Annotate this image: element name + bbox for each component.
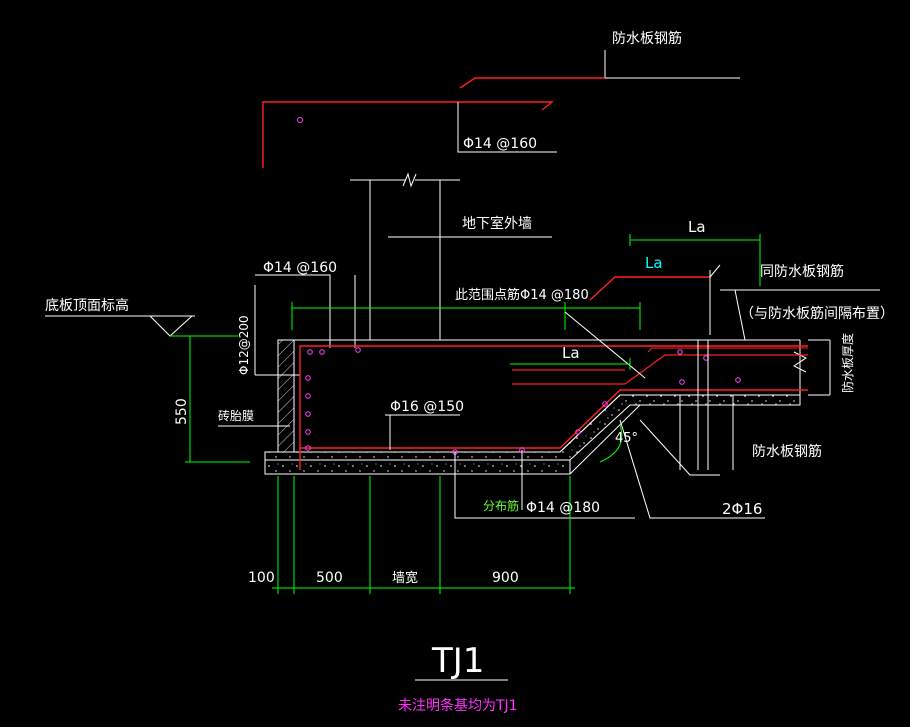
label-bar-bottom: Φ16 @150 [390, 399, 464, 415]
slab-rebar [299, 264, 808, 470]
basement-wall [350, 172, 552, 340]
label-bar-vertical: Φ12@200 [237, 315, 251, 375]
label-la-top: La [688, 218, 706, 236]
la-dimensions [291, 234, 880, 470]
label-same-as-slab: 同防水板钢筋 [760, 263, 844, 280]
top-detail [262, 50, 740, 168]
dim-d1: 100 [248, 570, 275, 586]
text-labels: 防水板钢筋 Φ14 @160 地下室外墙 Φ14 @160 底板顶面标高 Φ12… [45, 30, 894, 714]
drawing-note: 未注明条基均为TJ1 [398, 697, 518, 714]
label-bar-left: Φ14 @160 [263, 260, 337, 276]
label-bar-dist: Φ14 @180 [526, 500, 600, 516]
dim-d3: 900 [492, 570, 519, 586]
dim-height: 550 [174, 398, 190, 425]
label-bars-2: 2Φ16 [722, 500, 762, 518]
label-brick-mold: 砖胎膜 [218, 408, 254, 423]
label-spacing-note: （与防水板筋间隔布置） [740, 305, 894, 322]
left-bar-leader [255, 274, 331, 348]
drawing-title: TJ1 [431, 641, 484, 681]
top-leader-line [604, 50, 740, 79]
label-angle: 45° [615, 431, 638, 446]
dist-leader [454, 452, 635, 519]
label-slab-thickness: 防水板厚度 [840, 333, 855, 393]
label-bar-edge: 此范围点筋Φ14 @180 [455, 287, 589, 303]
angle-arc [599, 424, 623, 463]
label-la-cyan: La [645, 254, 663, 272]
brick-mold [218, 339, 295, 453]
top-bar-leader [457, 102, 557, 153]
dim-d2: 500 [316, 570, 343, 586]
elevation-symbol [45, 315, 238, 337]
top-rebar-lower [262, 101, 554, 168]
dim-wall-width: 墙宽 [392, 570, 418, 586]
label-bar-top: Φ14 @160 [463, 136, 537, 152]
top-rebar-upper [459, 77, 605, 89]
label-waterproof-right: 防水板钢筋 [752, 443, 822, 460]
label-slab-top-elev: 底板顶面标高 [45, 297, 129, 314]
label-distribution: 分布筋 [483, 498, 519, 513]
vertical-dimension [185, 336, 250, 463]
slab-outline [264, 339, 807, 519]
label-basement-wall: 地下室外墙 [462, 215, 532, 232]
rebar-dots [305, 347, 741, 455]
horizontal-dimensions [272, 476, 575, 594]
label-la-mid: La [562, 344, 580, 362]
label-waterproof-top: 防水板钢筋 [612, 30, 682, 47]
top-bar-dot [297, 117, 303, 123]
